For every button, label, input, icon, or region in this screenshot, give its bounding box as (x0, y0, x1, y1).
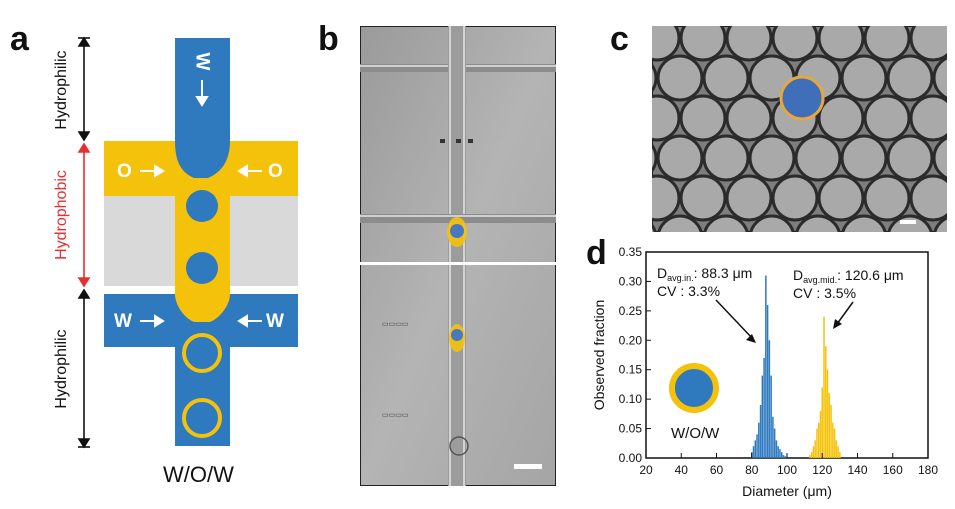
water-inlet-channel (175, 38, 230, 178)
histogram-bar (809, 455, 811, 458)
histogram-bar (812, 446, 815, 458)
histogram-bar (758, 422, 760, 458)
flow-arrow-head (195, 96, 209, 107)
y-tick-label: 0.05 (619, 422, 643, 436)
y-tick-label: 0.15 (619, 363, 643, 377)
panel-d-letter: d (586, 234, 607, 272)
device-schematic (77, 36, 298, 449)
histogram-bar (775, 440, 778, 458)
x-tick-label: 100 (777, 463, 797, 477)
histogram-bar (819, 410, 822, 458)
hydrophilic-bottom-label: Hydrophilic (53, 329, 70, 409)
histogram-bar (777, 446, 779, 458)
water-droplet (186, 252, 218, 284)
histogram-bar (770, 375, 772, 458)
histogram-bar (756, 434, 758, 458)
svg-text:▭▭▭▭: ▭▭▭▭ (382, 321, 408, 328)
water-right-label: W (266, 311, 284, 332)
double-emulsion-droplet (182, 333, 222, 373)
histogram-bar (830, 405, 832, 458)
histogram-bar (765, 275, 767, 458)
x-tick-label: 40 (675, 463, 689, 477)
annot-mid-text: Davg.mid.: 120.6 μm (793, 267, 904, 285)
histogram-bar (826, 369, 829, 458)
inlet-water-label: W (191, 52, 213, 71)
histogram-bar (832, 422, 834, 458)
histogram-chart: 20 40 60 80 100 120 140 160 180 0.00 0.05 0.10 0.15 0… (591, 245, 938, 499)
legend-droplet-icon (669, 363, 719, 413)
histogram-bar (752, 446, 755, 458)
panel-b-letter: b (318, 20, 339, 58)
histogram-bar (825, 346, 827, 458)
annot-in-cv: CV : 3.3% (657, 283, 720, 299)
histogram-bar (759, 405, 762, 458)
histogram-bar (782, 455, 785, 458)
water-left-label: W (114, 311, 132, 332)
panel-a-caption: W/O/W (163, 462, 234, 487)
flow-arrow-head (237, 164, 248, 178)
x-tick-label: 60 (710, 463, 724, 477)
y-axis-label: Observed fraction (591, 300, 607, 411)
histogram-bar (837, 446, 839, 458)
micrograph-b: ▭▭▭▭ ▭▭▭▭ (360, 26, 556, 486)
x-tick-label: 20 (639, 463, 653, 477)
oil-left-label: O (117, 161, 132, 182)
panel-c-letter: c (610, 20, 629, 58)
y-tick-label: 0.25 (619, 304, 643, 318)
histogram-bar (761, 375, 764, 458)
histogram-bar (784, 456, 786, 458)
oil-neck (175, 294, 230, 322)
y-tick-label: 0.00 (619, 451, 643, 465)
flow-arrow-head (154, 314, 165, 328)
x-tick-label: 140 (847, 463, 867, 477)
panel-a-letter: a (10, 20, 29, 58)
annot-in-text: Davg.in.: 88.3 μm (657, 265, 752, 283)
y-tick-label: 0.35 (619, 245, 643, 259)
y-tick-label: 0.10 (619, 392, 643, 406)
micrograph-c (652, 26, 947, 232)
y-tick-label: 0.30 (619, 274, 643, 288)
histogram-bar (839, 452, 841, 458)
histogram-bar (779, 449, 781, 458)
x-tick-label: 180 (918, 463, 938, 477)
flow-arrow-head (237, 314, 248, 328)
histogram-bar (821, 387, 823, 458)
water-droplet (186, 190, 218, 222)
y-tick-label: 0.20 (619, 333, 643, 347)
double-emulsion-droplet (182, 398, 222, 438)
histogram-bar (773, 428, 776, 458)
histogram-bar (816, 428, 818, 458)
hydrophilic-top-label: Hydrophilic (53, 50, 70, 130)
histogram-bar (780, 452, 783, 458)
histogram-bar (754, 440, 757, 458)
x-tick-label: 80 (745, 463, 759, 477)
histogram-bar (768, 340, 771, 458)
histogram-bar (772, 416, 774, 458)
legend-label: W/O/W (671, 425, 720, 442)
histogram-bar (810, 452, 813, 458)
annot-mid-cv: CV : 3.5% (793, 285, 856, 301)
flow-arrow-head (154, 164, 165, 178)
x-tick-label: 120 (812, 463, 832, 477)
svg-text:▭▭▭▭: ▭▭▭▭ (382, 412, 408, 419)
histogram-bar (835, 440, 838, 458)
histogram-bar (833, 428, 836, 458)
oil-right-label: O (268, 161, 283, 182)
hydrophobic-label: Hydrophobic (53, 170, 70, 260)
x-tick-label: 160 (883, 463, 903, 477)
histogram-bar (828, 393, 831, 458)
histogram-bar (823, 316, 825, 458)
x-axis-label: Diameter (μm) (742, 483, 832, 499)
histogram-bar (817, 422, 820, 458)
histogram-bar (766, 304, 769, 458)
histogram-bar (814, 440, 816, 458)
histogram-bar (763, 357, 765, 458)
